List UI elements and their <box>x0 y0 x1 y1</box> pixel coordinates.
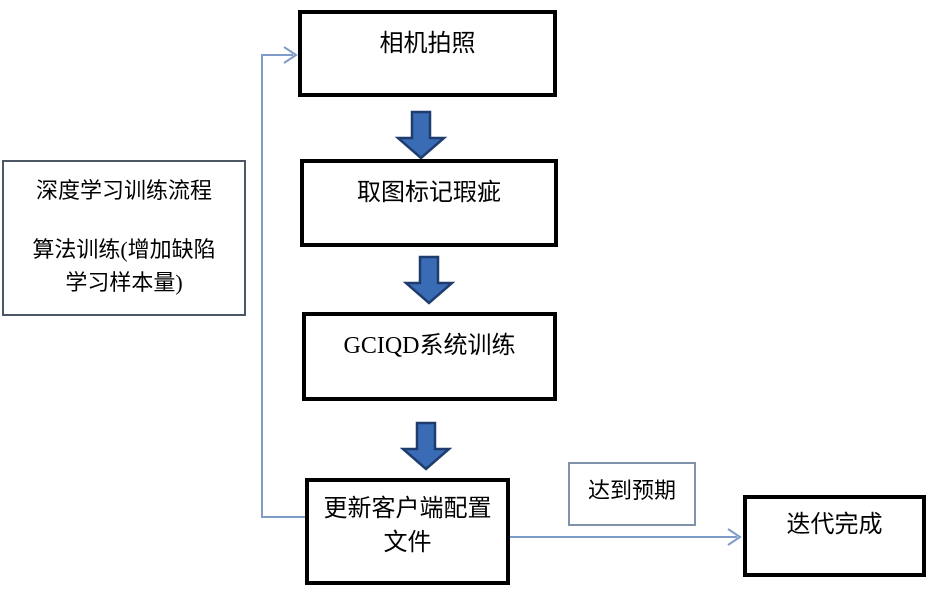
side-note-line3: 学习样本量) <box>65 270 183 295</box>
node-iteration-done: 迭代完成 <box>743 495 926 577</box>
node-update-label-line2: 文件 <box>383 530 432 556</box>
node-mark-defects: 取图标记瑕疵 <box>300 159 558 247</box>
side-note-line1: 深度学习训练流程 <box>35 178 212 203</box>
node-update-config: 更新客户端配置 文件 <box>305 478 510 585</box>
node-side-note: 深度学习训练流程 算法训练(增加缺陷 学习样本量) <box>2 160 246 316</box>
block-arrow-down-icon-1 <box>394 110 448 160</box>
node-camera-label: 相机拍照 <box>379 31 476 57</box>
output-arrowhead-icon <box>727 528 742 546</box>
expectation-label-text: 达到预期 <box>587 478 676 503</box>
node-update-label-line1: 更新客户端配置 <box>323 496 492 522</box>
node-camera-capture: 相机拍照 <box>298 10 557 97</box>
node-expectation-label: 达到预期 <box>568 462 696 526</box>
block-arrow-down-icon-2 <box>402 255 456 305</box>
feedback-connector-line <box>261 54 305 518</box>
side-note-line2: 算法训练(增加缺陷 <box>32 237 216 262</box>
node-mark-label: 取图标记瑕疵 <box>357 180 501 206</box>
node-train-label: GCIQD系统训练 <box>343 333 516 359</box>
node-system-training: GCIQD系统训练 <box>302 312 557 401</box>
feedback-arrowhead-icon <box>283 46 298 64</box>
side-note-spacer <box>4 207 244 233</box>
block-arrow-down-icon-3 <box>399 421 453 471</box>
node-done-label: 迭代完成 <box>786 512 883 538</box>
